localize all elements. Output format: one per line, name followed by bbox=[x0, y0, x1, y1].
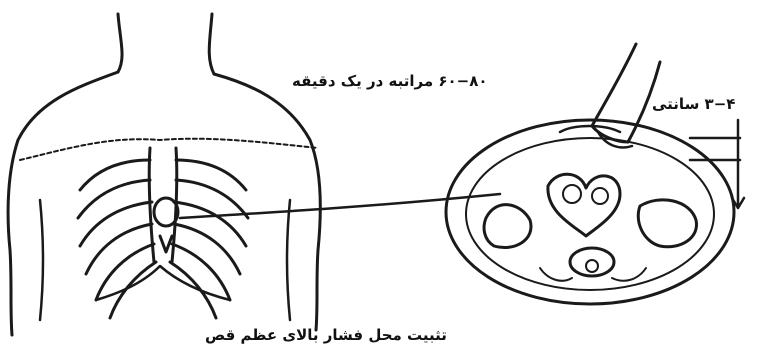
left-lung bbox=[484, 205, 531, 248]
left-arm-line bbox=[40, 200, 43, 320]
cross-section-inner bbox=[466, 138, 714, 290]
left-shoulder-outline bbox=[8, 72, 118, 335]
torso-figure bbox=[8, 14, 320, 335]
right-shoulder-outline bbox=[214, 74, 320, 330]
spinal-canal bbox=[586, 260, 598, 272]
rib-cage bbox=[78, 148, 248, 318]
rib-right-6 bbox=[170, 262, 216, 318]
compression-rate-label: ۶۰−۸۰ مراتبه در یک دقیقه bbox=[292, 72, 488, 90]
depth-indicator bbox=[690, 120, 744, 208]
rib-left-6 bbox=[110, 262, 156, 318]
figure-caption: تثبیت محل فشار بالای عظم قص bbox=[205, 326, 447, 344]
compression-depth-label: ۳−۴ سانتی bbox=[652, 95, 735, 113]
pressing-hand bbox=[592, 44, 660, 147]
right-arm-line bbox=[287, 200, 290, 320]
heart-chamber-1 bbox=[563, 185, 581, 203]
sternum-section bbox=[560, 126, 620, 132]
depth-arrow bbox=[732, 120, 744, 208]
heart-shape bbox=[548, 174, 620, 236]
xiphoid-process bbox=[160, 236, 172, 252]
rib-left-1 bbox=[80, 160, 150, 190]
chest-cross-section bbox=[446, 120, 734, 304]
right-lung bbox=[638, 200, 696, 247]
back-muscle-right bbox=[612, 268, 646, 281]
neck-outline bbox=[118, 14, 214, 74]
clavicle-line bbox=[20, 139, 318, 160]
rib-right-1 bbox=[176, 160, 246, 190]
heart-chamber-2 bbox=[592, 188, 608, 204]
costal-margin bbox=[96, 266, 230, 300]
back-muscle-left bbox=[540, 268, 572, 281]
